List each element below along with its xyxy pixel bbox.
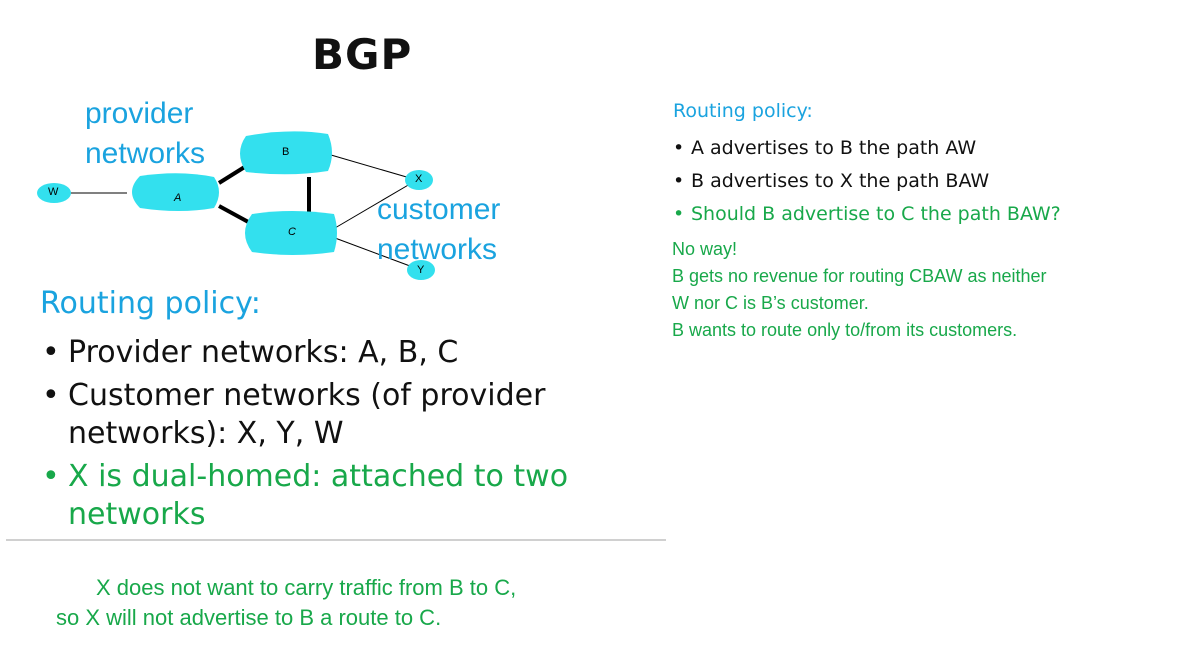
answer-line: No way! xyxy=(672,239,738,259)
network-x-node xyxy=(405,170,433,190)
answer-block: No way! B gets no revenue for routing CB… xyxy=(672,236,1047,344)
bullet-dot: • xyxy=(42,378,60,413)
bullet-dot: • xyxy=(673,137,685,159)
bullet-dot: • xyxy=(673,203,685,225)
node-label-c: C xyxy=(288,226,296,238)
network-b-cloud xyxy=(240,131,332,175)
left-bullet-text: X is dual-homed: attached to two network… xyxy=(68,459,569,532)
bullet-dot: • xyxy=(42,335,60,370)
node-label-b: B xyxy=(282,146,290,158)
network-c-cloud xyxy=(245,211,337,255)
bullet-dot: • xyxy=(42,459,60,494)
customer-networks-label: customer networks xyxy=(377,190,500,270)
answer-line: W nor C is B’s customer. xyxy=(672,293,869,313)
right-routing-policy-heading: Routing policy: xyxy=(673,100,813,122)
x-note-line2: so X will not advertise to B a route to … xyxy=(56,605,442,630)
right-bullet-b-advertises: • B advertises to X the path BAW xyxy=(673,165,1173,198)
node-label-x: X xyxy=(415,173,423,185)
link-c-x xyxy=(334,183,411,229)
node-label-a: A xyxy=(174,192,182,204)
network-y-node xyxy=(407,260,435,280)
link-c-y xyxy=(334,237,411,267)
customer-label-line2: networks xyxy=(377,233,498,266)
x-note-line1: X does not want to carry traffic from B … xyxy=(96,575,517,600)
right-bullet-a-advertises: • A advertises to B the path AW xyxy=(673,132,1173,165)
customer-label-line1: customer xyxy=(377,193,501,226)
left-bullet-text: Customer networks (of provider networks)… xyxy=(68,378,546,451)
left-bullet-dual-homed: • X is dual-homed: attached to two netwo… xyxy=(40,458,653,534)
right-bullet-text: A advertises to B the path AW xyxy=(691,137,977,159)
node-label-w: W xyxy=(48,186,59,198)
page-title: BGP xyxy=(312,30,413,79)
provider-label-line2: networks xyxy=(85,137,206,170)
left-routing-policy-heading: Routing policy: xyxy=(40,286,261,321)
network-w-node xyxy=(37,183,71,203)
right-bullet-question: • Should B advertise to C the path BAW? xyxy=(673,198,1173,231)
bullet-dot: • xyxy=(673,170,685,192)
provider-networks-label: provider networks xyxy=(85,94,205,174)
network-a-cloud xyxy=(132,173,219,211)
answer-line: B wants to route only to/from its custom… xyxy=(672,320,1018,340)
left-policy-list: • Provider networks: A, B, C • Customer … xyxy=(40,334,660,539)
link-b-x xyxy=(330,154,411,179)
left-bullet-text: Provider networks: A, B, C xyxy=(68,335,459,370)
right-bullet-text: B advertises to X the path BAW xyxy=(691,170,990,192)
answer-line: B gets no revenue for routing CBAW as ne… xyxy=(672,266,1047,286)
right-policy-list: • A advertises to B the path AW • B adve… xyxy=(673,132,1173,231)
provider-label-line1: provider xyxy=(85,97,194,130)
divider xyxy=(6,539,666,541)
right-bullet-text: Should B advertise to C the path BAW? xyxy=(691,203,1061,225)
node-label-y: Y xyxy=(417,264,425,276)
link-a-c xyxy=(218,204,253,226)
left-bullet-customers: • Customer networks (of provider network… xyxy=(40,377,628,453)
left-bullet-providers: • Provider networks: A, B, C xyxy=(40,334,660,372)
